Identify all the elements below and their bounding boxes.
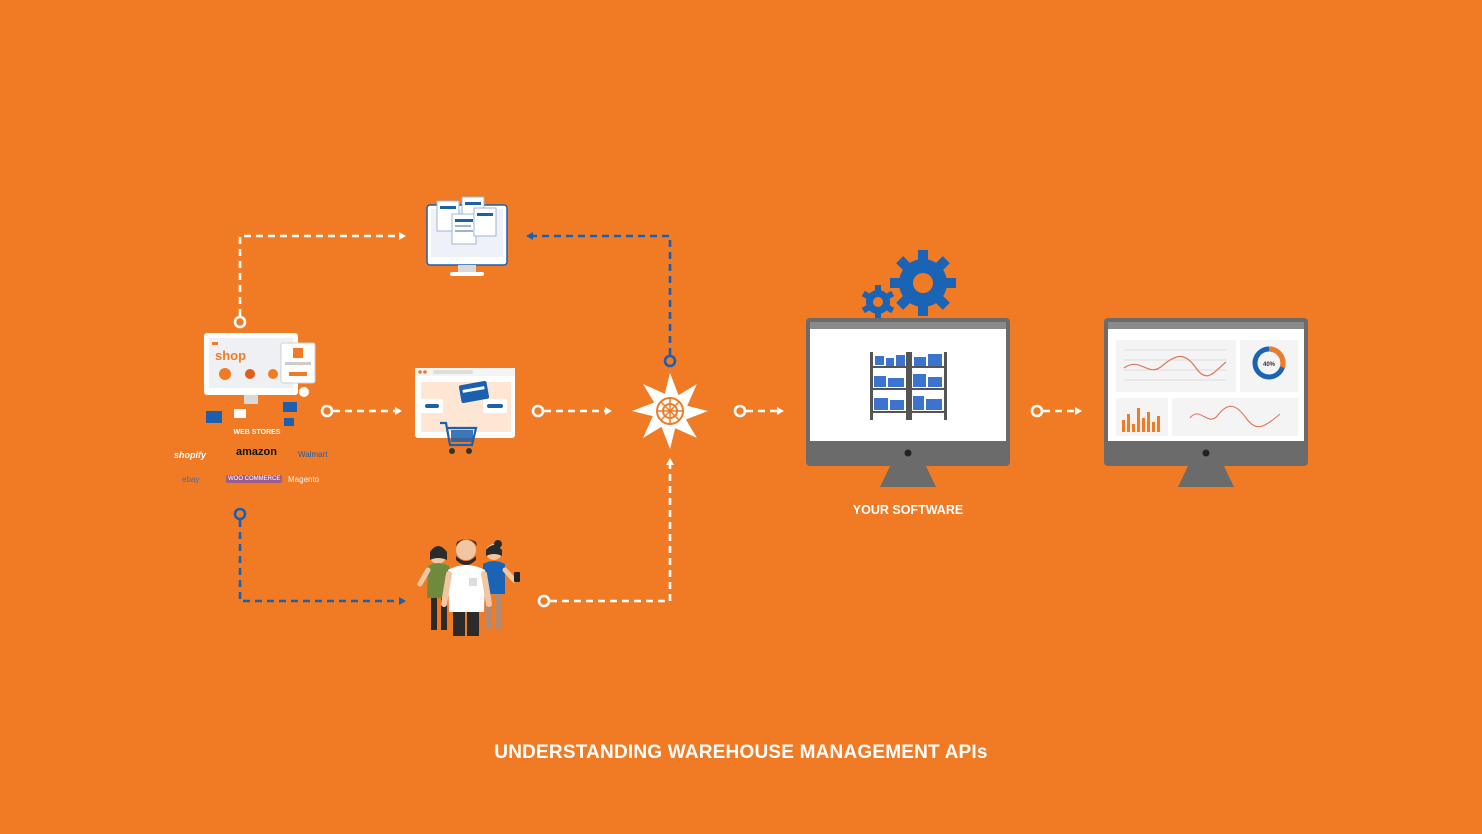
connector-webstores-to-customers: [233, 507, 406, 605]
page-title: UNDERSTANDING WAREHOUSE MANAGEMENT APIs: [494, 742, 988, 763]
connector-webstores-to-cart: [320, 404, 402, 418]
gears-icon: [861, 250, 956, 319]
web-stores-icon: shop: [204, 333, 316, 426]
documents-monitor-icon: [426, 196, 508, 276]
shop-text: shop: [215, 348, 246, 363]
api-hub-icon: [632, 373, 708, 449]
customers-people-icon: [417, 539, 520, 636]
donut-percent-label: 40%: [1263, 362, 1276, 368]
connector-hub-to-software: [733, 404, 784, 418]
dashboard-monitor-icon: 40%: [1104, 318, 1308, 487]
walmart-logo: Walmart: [298, 450, 328, 459]
ebay-logo: ebay: [182, 475, 200, 484]
connector-hub-to-documents: [526, 232, 677, 368]
amazon-logo: amazon: [236, 446, 277, 458]
shopping-cart-browser-icon: [415, 368, 515, 454]
web-stores-label: WEB STORES: [233, 429, 281, 436]
warehouse-monitor-icon: [806, 318, 1010, 487]
connector-customers-to-hub: [537, 458, 674, 608]
connector-software-to-dashboard: [1030, 404, 1082, 418]
your-software-label: YOUR SOFTWARE: [852, 503, 964, 517]
connector-webstores-to-documents: [233, 232, 406, 329]
woocommerce-logo: WOO COMMERCE: [226, 475, 283, 483]
shopify-logo: shopify: [174, 450, 207, 460]
magento-logo: Magento: [288, 475, 320, 484]
connector-cart-to-hub: [531, 404, 612, 418]
warehouse-shelves: [870, 352, 947, 420]
